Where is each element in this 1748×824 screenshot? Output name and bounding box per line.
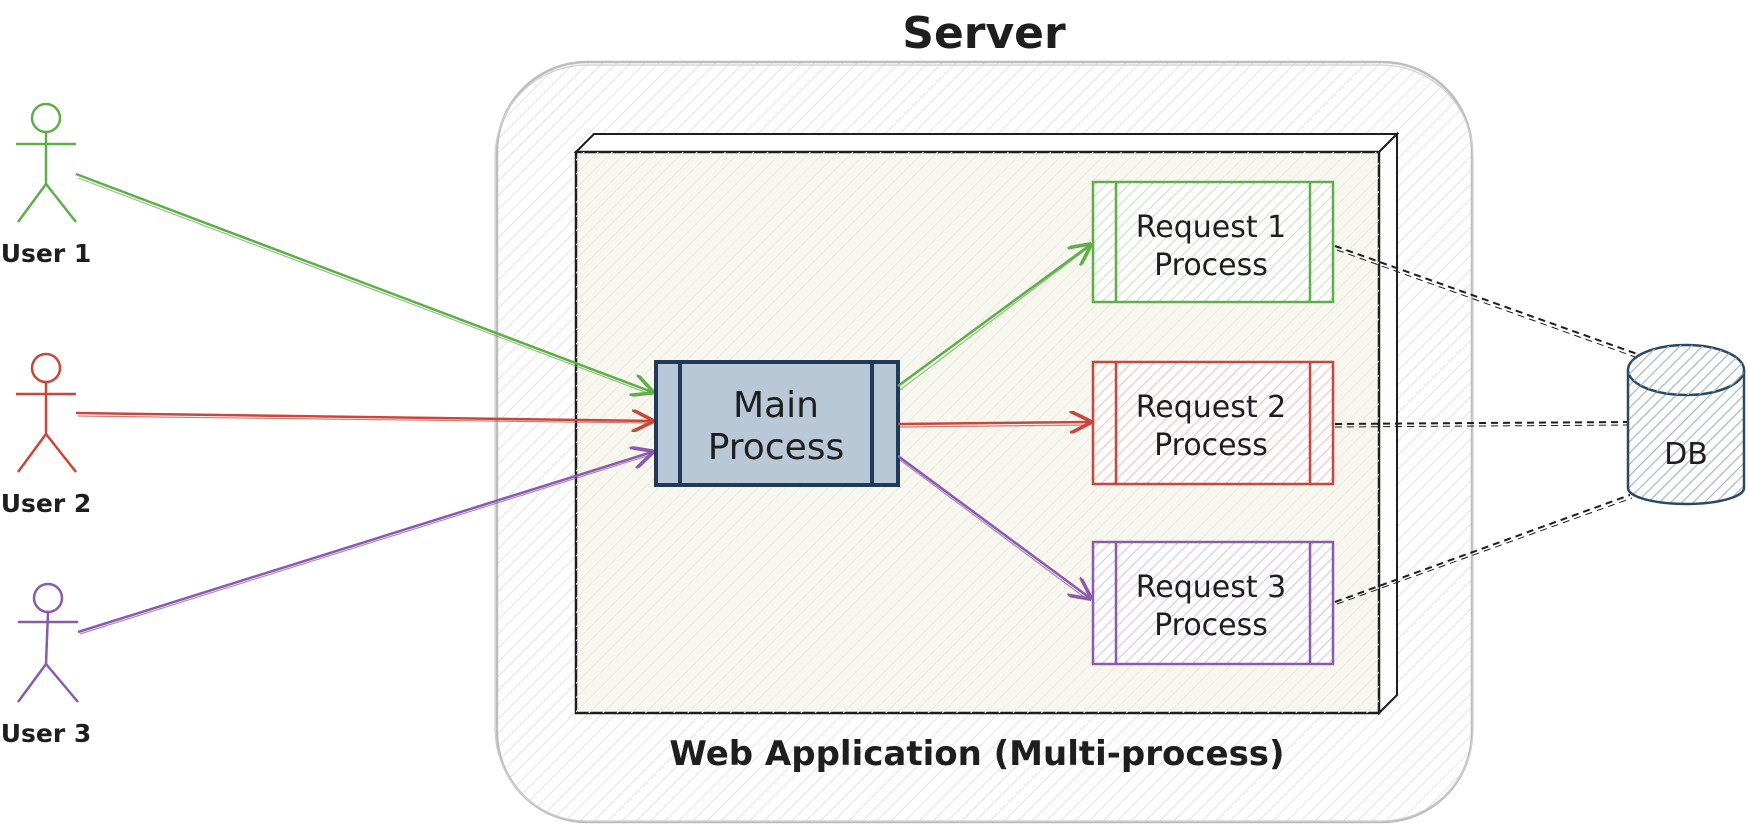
user-1-arrow [75, 172, 652, 394]
request-3-box [1091, 540, 1335, 666]
main-to-request-3-arrow [897, 454, 1090, 600]
user-3-icon [16, 582, 79, 703]
user-1-icon [16, 102, 77, 223]
request-3-label-line1: Request 3 [1136, 570, 1286, 605]
web-app-caption: Web Application (Multi-process) [669, 734, 1284, 774]
user-3-label: User 3 [1, 719, 92, 748]
main-to-request-1-arrow [897, 245, 1090, 391]
request-1-label-line2: Process [1154, 248, 1268, 283]
db-label: DB [1664, 437, 1708, 472]
user-2-label: User 2 [1, 489, 92, 518]
request-2-label-line2: Process [1154, 428, 1268, 463]
db-cylinder-icon [1626, 343, 1746, 506]
main-process-box [654, 360, 900, 487]
main-to-request-2-arrow [897, 422, 1090, 427]
user-3-arrow [77, 452, 652, 635]
request-2-box [1091, 360, 1335, 486]
main-process-label-line1: Main [733, 385, 819, 426]
server-title: Server [902, 8, 1066, 59]
user-2-icon [16, 352, 77, 473]
user-2-arrow [75, 413, 652, 423]
user-1-label: User 1 [1, 239, 92, 268]
request-1-box [1091, 180, 1335, 304]
main-process-label-line2: Process [708, 427, 845, 468]
request-1-label-line1: Request 1 [1136, 210, 1286, 245]
request-3-label-line2: Process [1154, 608, 1268, 643]
db-connections [1334, 245, 1641, 605]
request-2-label-line1: Request 2 [1136, 390, 1286, 425]
